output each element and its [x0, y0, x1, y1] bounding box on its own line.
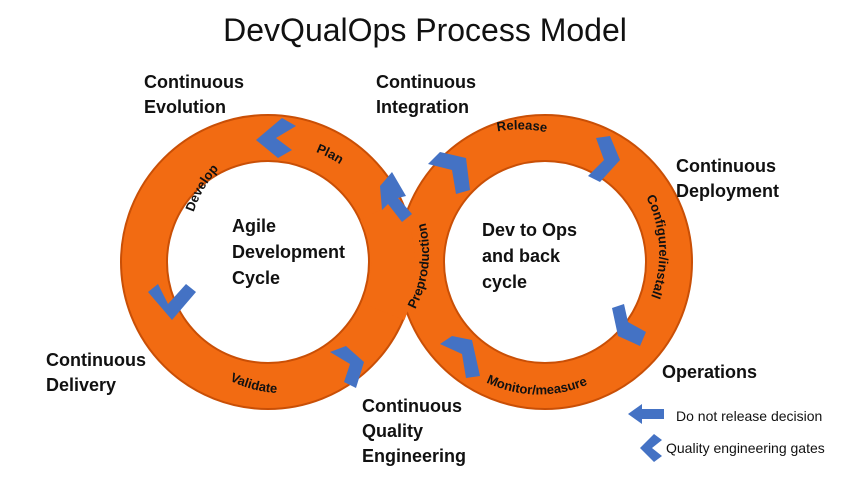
left-ring-overlap [360, 200, 416, 321]
gate-chevron-right-bottom [612, 304, 646, 346]
right-ring-fill [399, 116, 691, 408]
label-continuous-integration: Continuous Integration [376, 72, 476, 117]
release-decision-arrow [380, 172, 412, 222]
legend-quality-gates: Quality engineering gates [666, 440, 825, 456]
left-center-line-1: Agile [232, 216, 276, 236]
left-ring-fill [122, 116, 414, 408]
left-center-line-3: Cycle [232, 268, 280, 288]
gate-chevron-bottom-right [440, 336, 480, 378]
label-continuous-quality-engineering: Continuous Quality Engineering [362, 396, 467, 466]
stage-release: Release [496, 117, 549, 135]
legend-release-arrow-icon [628, 404, 664, 424]
gate-chevron-top-right [428, 152, 470, 194]
label-continuous-evolution: Continuous Evolution [144, 72, 244, 117]
right-center-line-1: Dev to Ops [482, 220, 577, 240]
diagram-title: DevQualOps Process Model [223, 12, 627, 48]
right-center-line-3: cycle [482, 272, 527, 292]
left-center-line-2: Development [232, 242, 345, 262]
legend-gate-chevron-icon [640, 434, 662, 462]
right-center-line-2: and back [482, 246, 561, 266]
gate-chevron-left [148, 284, 196, 320]
svg-text:Release: Release [496, 117, 549, 135]
gate-chevron-right-top [588, 136, 620, 182]
gate-chevron-top-left [256, 118, 296, 158]
gate-chevron-bottom-left [330, 346, 364, 388]
label-operations: Operations [662, 362, 758, 382]
label-continuous-delivery: Continuous Delivery [46, 350, 146, 395]
legend-release-decision: Do not release decision [676, 408, 823, 424]
label-continuous-deployment: Continuous Deployment [676, 156, 780, 201]
